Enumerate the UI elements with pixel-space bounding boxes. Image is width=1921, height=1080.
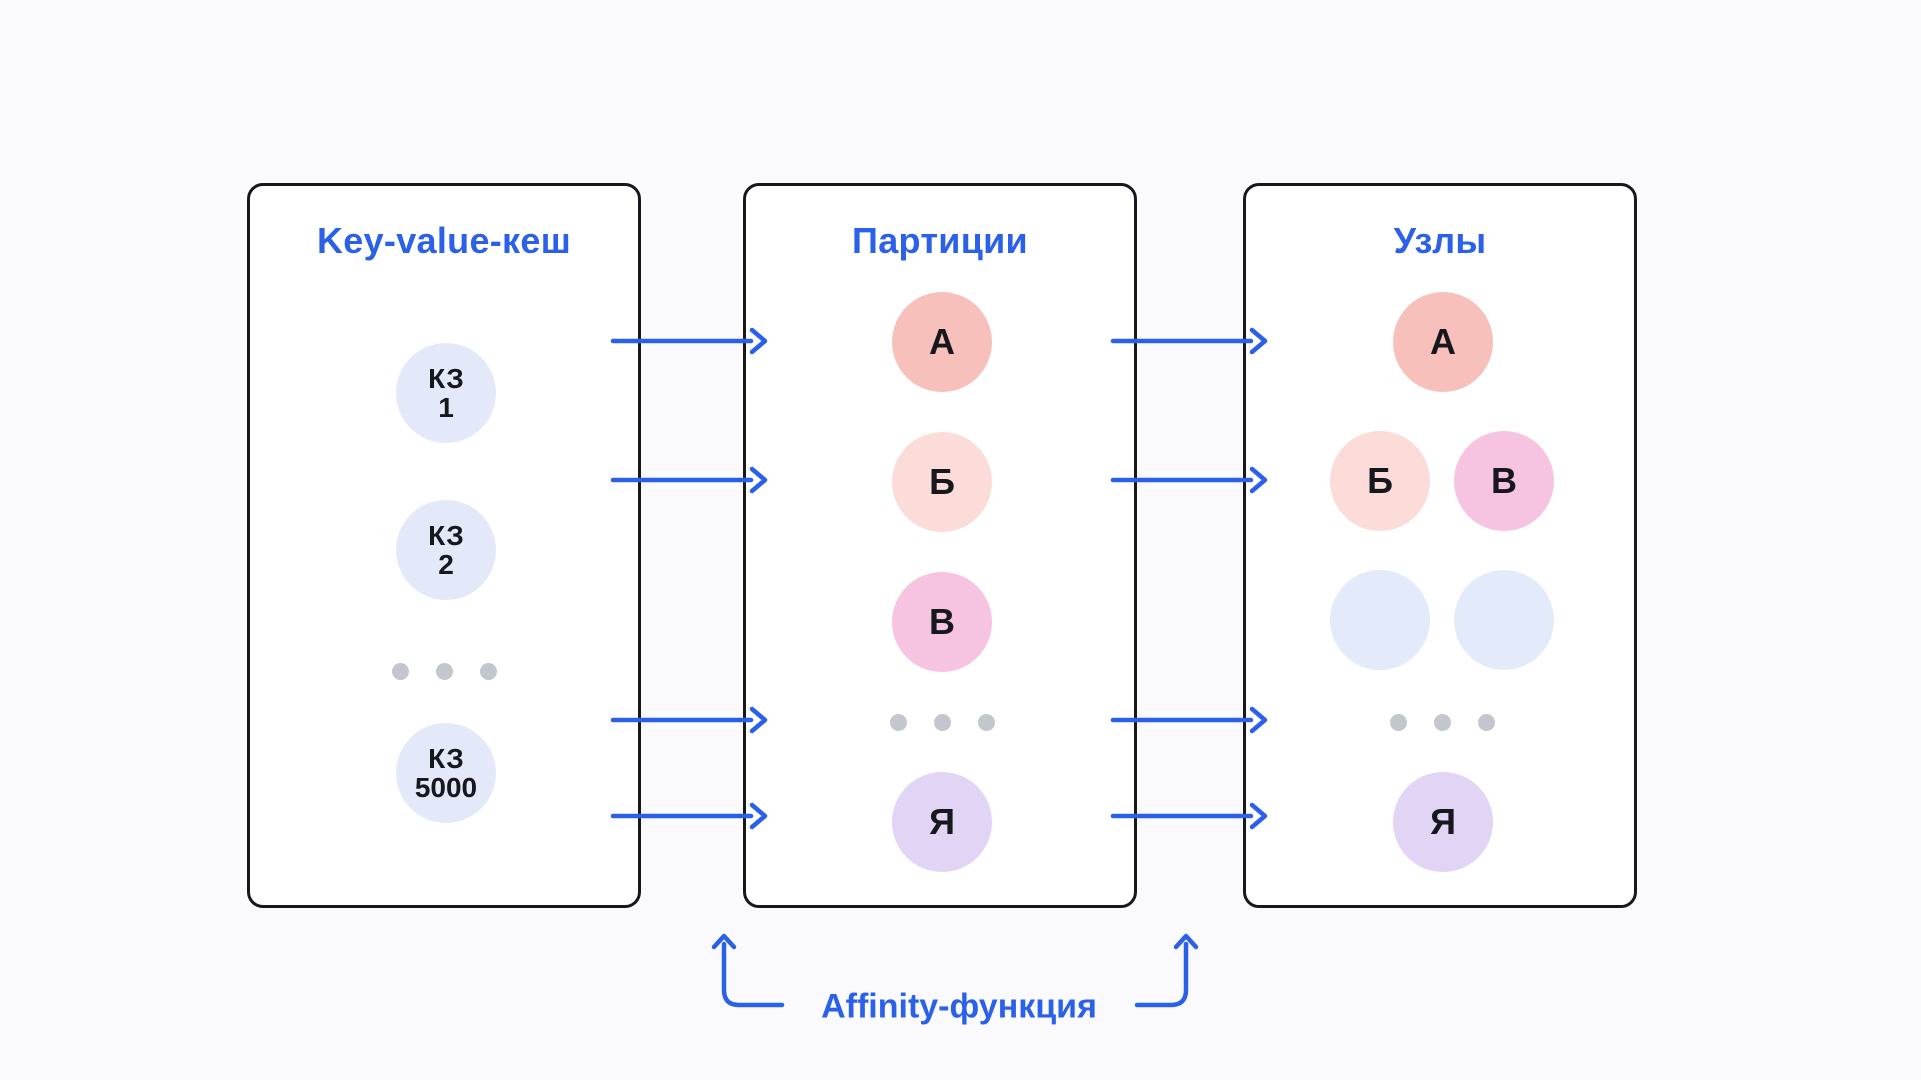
partition-a: А xyxy=(892,292,992,392)
ellipsis-icon-cache xyxy=(392,663,497,680)
panel-title-key-value-cache: Key-value-кеш xyxy=(316,220,572,261)
node-a: А xyxy=(1393,292,1493,392)
panel-title-partitions: Партиции xyxy=(852,220,1028,261)
cache-entry-kz1: КЗ 1 xyxy=(396,343,496,443)
ellipsis-icon-nodes xyxy=(1390,714,1495,731)
dot-icon xyxy=(436,663,453,680)
cache-entry-kz5000-label-top: КЗ xyxy=(428,742,464,774)
node-empty-2 xyxy=(1454,570,1554,670)
node-ya: Я xyxy=(1393,772,1493,872)
cache-entry-kz2-label-bottom: 2 xyxy=(438,549,454,580)
partition-ya-label: Я xyxy=(929,801,955,842)
node-a-label: А xyxy=(1430,321,1456,362)
node-v-label: В xyxy=(1491,460,1517,501)
affinity-function-label: Affinity-функция xyxy=(821,987,1097,1026)
dot-icon xyxy=(978,714,995,731)
node-empty-1 xyxy=(1330,570,1430,670)
dot-icon xyxy=(480,663,497,680)
cache-entry-kz1-label-bottom: 1 xyxy=(438,392,454,423)
node-ya-label: Я xyxy=(1430,801,1456,842)
node-v: В xyxy=(1454,431,1554,531)
panel-title-nodes: Узлы xyxy=(1393,220,1487,261)
node-b-label: Б xyxy=(1367,460,1393,501)
partition-v-label: В xyxy=(929,601,955,642)
dot-icon xyxy=(1478,714,1495,731)
elbow-arrow-up-icon-affinity-left xyxy=(711,933,785,1008)
partition-b-label: Б xyxy=(929,461,955,502)
dot-icon xyxy=(890,714,907,731)
dot-icon xyxy=(392,663,409,680)
panel-partitions: Партиции А Б В Я xyxy=(743,183,1137,908)
cache-entry-kz5000-label-bottom: 5000 xyxy=(414,772,478,803)
dot-icon xyxy=(1390,714,1407,731)
panel-key-value-cache: Key-value-кеш КЗ 1 КЗ 2 КЗ 5000 xyxy=(247,183,641,908)
dot-icon xyxy=(1434,714,1451,731)
partition-b: Б xyxy=(892,432,992,532)
dot-icon xyxy=(934,714,951,731)
cache-entry-kz5000: КЗ 5000 xyxy=(396,723,496,823)
partition-a-label: А xyxy=(929,321,955,362)
cache-entry-kz2-label-top: КЗ xyxy=(428,519,464,551)
partition-ya: Я xyxy=(892,772,992,872)
elbow-arrow-up-icon-affinity-right xyxy=(1134,933,1199,1008)
cache-entry-kz1-label-top: КЗ xyxy=(428,362,464,394)
cache-entry-kz2: КЗ 2 xyxy=(396,500,496,600)
partition-v: В xyxy=(892,572,992,672)
panel-nodes: Узлы А Б В Я xyxy=(1243,183,1637,908)
node-b: Б xyxy=(1330,431,1430,531)
ellipsis-icon-partitions xyxy=(890,714,995,731)
